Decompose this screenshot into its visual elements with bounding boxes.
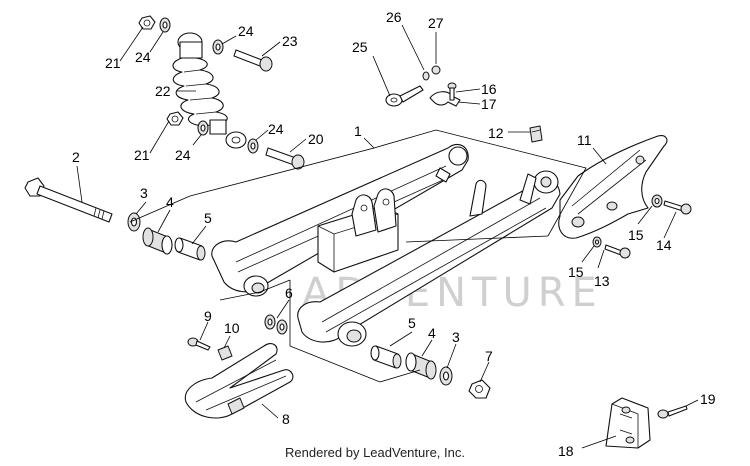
shock-top-washer-left <box>159 17 171 33</box>
tab-washer <box>385 85 424 107</box>
mounting-bracket <box>605 397 651 449</box>
leader-lines <box>76 24 699 449</box>
shock-bottom-washer-right <box>247 138 259 154</box>
callout-24: 24 <box>268 121 284 137</box>
swingarm-nut <box>468 379 491 399</box>
callout-4: 4 <box>166 194 174 210</box>
callout-18: 18 <box>558 443 574 459</box>
callout-22: 22 <box>155 83 171 99</box>
callout-4: 4 <box>428 325 436 341</box>
callout-11: 11 <box>577 132 592 148</box>
shock-top-nut <box>138 15 156 30</box>
shock-top-bolt <box>233 49 273 72</box>
callout-13: 13 <box>594 273 610 289</box>
chain-slider-clip <box>217 345 233 361</box>
callout-16: 16 <box>481 81 497 97</box>
callout-3: 3 <box>140 185 148 201</box>
callout-12: 12 <box>488 125 504 141</box>
callout-17: 17 <box>481 96 497 112</box>
rear-shock-absorber <box>172 32 247 149</box>
callout-20: 20 <box>308 131 324 147</box>
chain-guard-bolt-upper <box>663 200 692 215</box>
callout-1: 1 <box>354 123 362 139</box>
swingarm-pivot-bolt <box>24 177 113 223</box>
callout-23: 23 <box>282 33 298 49</box>
chain-slider-washers <box>264 314 288 335</box>
callout-10: 10 <box>224 320 240 336</box>
small-nut <box>431 65 441 75</box>
callout-3: 3 <box>452 329 460 345</box>
swingarm <box>211 143 561 347</box>
callout-7: 7 <box>485 348 493 364</box>
callout-15: 15 <box>628 227 644 243</box>
callout-21: 21 <box>105 55 121 71</box>
callout-6: 6 <box>285 285 293 301</box>
callout-9: 9 <box>204 308 212 324</box>
pivot-bushing-right <box>405 352 437 380</box>
callout-5: 5 <box>408 315 416 331</box>
chain-guard-washer-upper <box>651 194 663 208</box>
render-credit: Rendered by LeadVenture, Inc. <box>285 445 465 460</box>
small-washer <box>422 71 430 81</box>
shock-top-washer-right <box>212 39 224 55</box>
pivot-bushing-left <box>142 227 173 255</box>
callout-5: 5 <box>204 210 212 226</box>
callout-labels: 1 2 3 3 4 4 5 5 6 7 8 9 10 11 12 13 14 1… <box>72 9 716 459</box>
shock-bottom-bolt <box>265 147 305 170</box>
callout-24: 24 <box>175 147 191 163</box>
pivot-washer-left <box>127 212 141 232</box>
chain-guard <box>558 135 668 239</box>
callout-14: 14 <box>656 237 672 253</box>
callout-21: 21 <box>134 147 150 163</box>
callout-8: 8 <box>282 411 290 427</box>
callout-19: 19 <box>700 391 716 407</box>
clamp-screw <box>447 82 457 101</box>
callout-26: 26 <box>386 9 402 25</box>
chain-guard-washer-lower <box>592 236 602 248</box>
pivot-spacer-right <box>370 345 402 369</box>
callout-24: 24 <box>238 23 254 39</box>
callout-15: 15 <box>568 264 584 280</box>
shock-bottom-washer-left <box>197 120 209 136</box>
chain-slider <box>184 343 294 419</box>
pivot-washer-right <box>439 366 453 386</box>
callout-25: 25 <box>352 39 368 55</box>
callout-24: 24 <box>135 49 151 65</box>
shock-bottom-nut <box>166 111 184 126</box>
chain-guard-bolt-lower <box>604 244 631 259</box>
callout-2: 2 <box>72 149 80 165</box>
hose-clamp <box>429 91 461 107</box>
chain-slider-screw <box>187 337 211 351</box>
bracket-screw <box>657 405 688 419</box>
pivot-spacer-left <box>174 237 206 261</box>
callout-27: 27 <box>428 15 444 31</box>
cable-clip <box>529 125 543 143</box>
